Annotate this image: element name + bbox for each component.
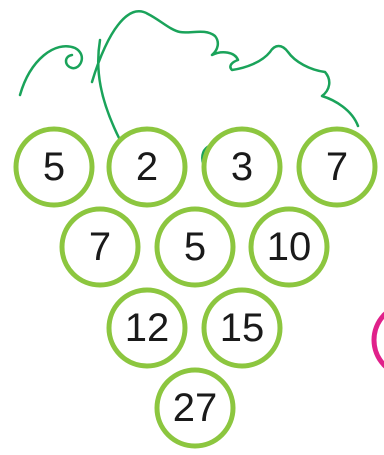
grape-value: 7: [326, 145, 348, 189]
vine-leaf-outline: [20, 11, 358, 126]
grape-value: 10: [267, 225, 312, 269]
side-circle-partial: [374, 304, 384, 376]
grape-value: 7: [89, 225, 111, 269]
grape-r1c1: 5: [16, 129, 92, 205]
grape-value: 2: [136, 145, 158, 189]
grape-value: 5: [43, 145, 65, 189]
grape-value: 27: [173, 386, 218, 430]
grape-r2c3: 10: [251, 209, 327, 285]
grape-r1c4: 7: [299, 129, 375, 205]
grape-value: 12: [125, 306, 170, 350]
grape-value: 5: [184, 225, 206, 269]
grape-value: 15: [220, 306, 265, 350]
grape-r1c2: 2: [109, 129, 185, 205]
grape-r4c1: 27: [157, 370, 233, 446]
grape-r3c2: 15: [204, 290, 280, 366]
grape-r3c1: 12: [109, 290, 185, 366]
grape-r2c2: 5: [157, 209, 233, 285]
grape-r2c1: 7: [62, 209, 138, 285]
grape-value: 3: [231, 145, 253, 189]
grape-r1c3: 3: [204, 129, 280, 205]
